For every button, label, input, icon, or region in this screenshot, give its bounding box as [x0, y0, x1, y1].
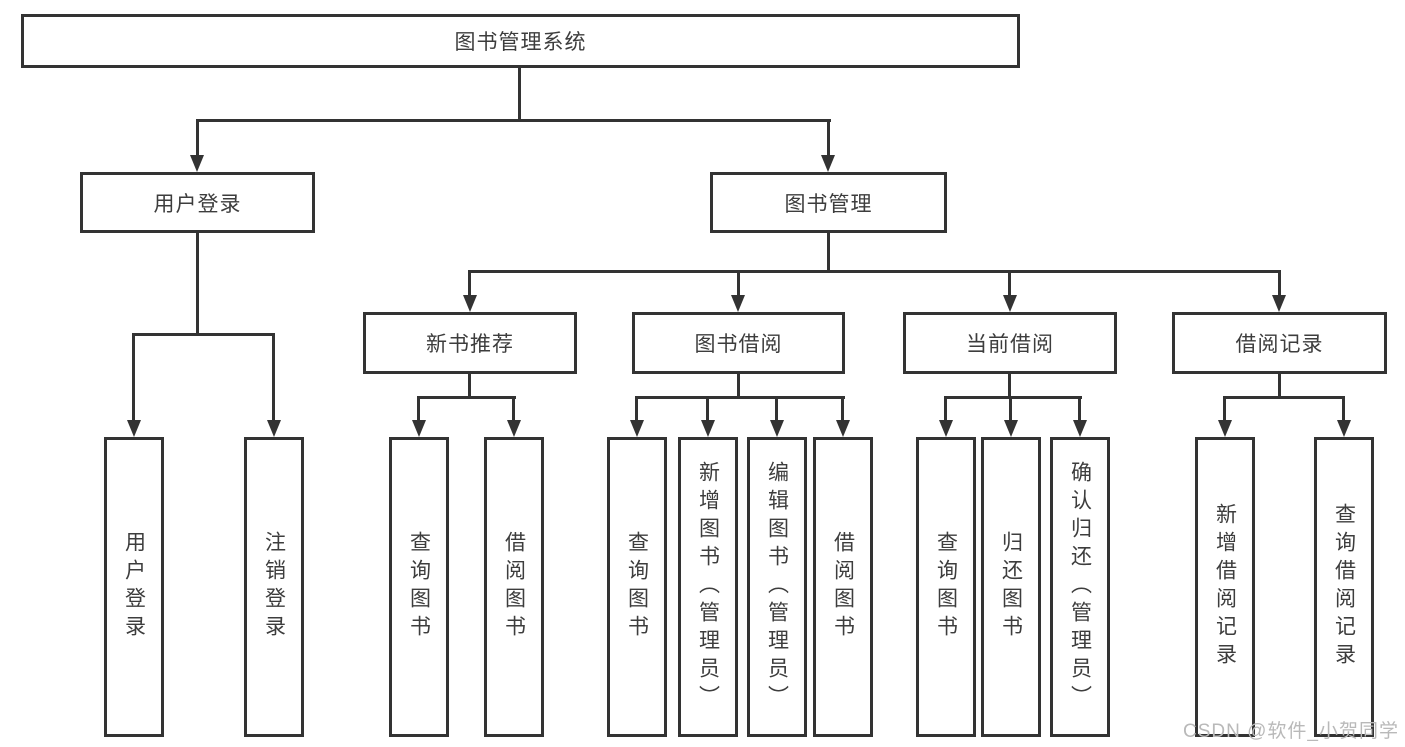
- node-new-book-recommendation: 新书推荐: [363, 312, 577, 374]
- connector-line: [196, 233, 199, 336]
- connector-line: [272, 333, 275, 421]
- connector-line: [417, 396, 516, 399]
- leaf-query-books-recommend: 查询图书: [389, 437, 449, 737]
- arrow-down-icon: [127, 420, 141, 437]
- arrow-down-icon: [267, 420, 281, 437]
- connector-line: [132, 333, 135, 421]
- leaf-return-book: 归还图书: [981, 437, 1041, 737]
- watermark: CSDN @软件_小贺同学: [1183, 721, 1399, 742]
- arrow-down-icon: [939, 420, 953, 437]
- connector-line: [132, 333, 275, 336]
- arrow-down-icon: [731, 295, 745, 312]
- connector-line: [827, 119, 830, 157]
- connector-line: [944, 396, 1082, 399]
- arrow-down-icon: [463, 295, 477, 312]
- connector-line: [417, 396, 420, 422]
- connector-line: [1009, 396, 1012, 422]
- connector-line: [512, 396, 515, 422]
- connector-line: [468, 270, 1280, 273]
- leaf-query-books-borrowing: 查询图书: [607, 437, 667, 737]
- arrow-down-icon: [1073, 420, 1087, 437]
- arrow-down-icon: [190, 155, 204, 172]
- leaf-query-books-current: 查询图书: [916, 437, 976, 737]
- arrow-down-icon: [1272, 295, 1286, 312]
- node-book-management: 图书管理: [710, 172, 947, 233]
- connector-line: [944, 396, 947, 422]
- leaf-edit-book-admin: 编辑图书（管理员）: [747, 437, 807, 737]
- arrow-down-icon: [1218, 420, 1232, 437]
- connector-line: [706, 396, 709, 422]
- connector-line: [827, 233, 830, 273]
- node-user-login: 用户登录: [80, 172, 315, 233]
- node-current-borrowing: 当前借阅: [903, 312, 1117, 374]
- connector-line: [737, 374, 740, 399]
- arrow-down-icon: [507, 420, 521, 437]
- leaf-user-login: 用户登录: [104, 437, 164, 737]
- connector-line: [468, 270, 471, 297]
- leaf-borrow-books-borrowing: 借阅图书: [813, 437, 873, 737]
- connector-line: [775, 396, 778, 422]
- connector-line: [635, 396, 638, 422]
- leaf-logout: 注销登录: [244, 437, 304, 737]
- arrow-down-icon: [1004, 420, 1018, 437]
- connector-line: [196, 119, 199, 157]
- connector-line: [1008, 374, 1011, 399]
- node-library-management-system: 图书管理系统: [21, 14, 1020, 68]
- connector-line: [841, 396, 844, 422]
- connector-line: [737, 270, 740, 297]
- arrow-down-icon: [821, 155, 835, 172]
- arrow-down-icon: [1337, 420, 1351, 437]
- connector-line: [518, 68, 521, 120]
- connector-line: [468, 374, 471, 399]
- connector-line: [1278, 374, 1281, 399]
- arrow-down-icon: [412, 420, 426, 437]
- connector-line: [1342, 396, 1345, 422]
- leaf-confirm-return-admin: 确认归还（管理员）: [1050, 437, 1110, 737]
- connector-line: [1223, 396, 1226, 422]
- arrow-down-icon: [770, 420, 784, 437]
- leaf-add-book-admin: 新增图书（管理员）: [678, 437, 738, 737]
- arrow-down-icon: [630, 420, 644, 437]
- arrow-down-icon: [701, 420, 715, 437]
- arrow-down-icon: [1003, 295, 1017, 312]
- connector-line: [1278, 270, 1281, 297]
- leaf-borrow-books-recommend: 借阅图书: [484, 437, 544, 737]
- connector-line: [1223, 396, 1345, 399]
- connector-line: [1078, 396, 1081, 422]
- connector-line: [196, 119, 831, 122]
- node-book-borrowing: 图书借阅: [632, 312, 845, 374]
- connector-line: [1008, 270, 1011, 297]
- leaf-add-borrow-record: 新增借阅记录: [1195, 437, 1255, 737]
- leaf-query-borrow-record: 查询借阅记录: [1314, 437, 1374, 737]
- arrow-down-icon: [836, 420, 850, 437]
- connector-line: [635, 396, 845, 399]
- node-borrowing-records: 借阅记录: [1172, 312, 1387, 374]
